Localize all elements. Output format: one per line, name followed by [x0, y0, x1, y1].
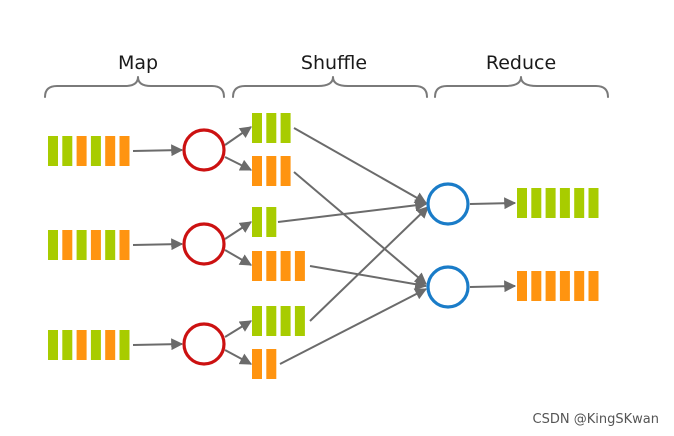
arrow-input-3-to-map-3 [132, 338, 184, 351]
orange-block [105, 330, 116, 360]
shuffle-stage-label: Shuffle [301, 52, 367, 74]
green-block [90, 136, 101, 166]
green-block [266, 113, 277, 143]
reduce-brace [434, 76, 609, 98]
green-block [517, 188, 527, 218]
arrow-reduce-2-to-output-2 [469, 280, 517, 293]
orange-block [252, 156, 262, 186]
green-block [105, 230, 116, 260]
partition-block-group-4 [252, 251, 305, 281]
reduce-stage-label: Reduce [486, 52, 556, 74]
orange-block [266, 349, 277, 379]
green-block [588, 188, 599, 218]
map-stage-label: Map [118, 52, 158, 74]
watermark: CSDN @KingSKwan [533, 412, 659, 427]
orange-block [559, 271, 570, 301]
green-block [294, 306, 305, 336]
partition-block-group-5 [252, 306, 305, 336]
arrow-map-3-to-partition-6 [224, 349, 253, 365]
orange-block [517, 271, 527, 301]
green-block [62, 136, 73, 166]
orange-block [280, 156, 291, 186]
green-block [252, 306, 262, 336]
green-block [90, 330, 101, 360]
arrow-partition-6-to-reduce-2 [279, 288, 428, 365]
reduce-node-1 [426, 182, 470, 226]
map-node-2 [182, 222, 226, 266]
input-block-group-3 [48, 330, 130, 360]
shuffle-brace [232, 76, 428, 98]
output-block-group-2 [517, 271, 599, 301]
orange-block [105, 136, 116, 166]
green-block [280, 113, 291, 143]
partition-block-group-6 [252, 349, 277, 379]
orange-block [252, 251, 262, 281]
green-block [531, 188, 542, 218]
green-block [252, 113, 262, 143]
green-block [62, 330, 73, 360]
orange-block [266, 251, 277, 281]
green-block [48, 136, 58, 166]
green-block [545, 188, 556, 218]
arrow-partition-4-to-reduce-2 [309, 265, 428, 291]
orange-block [531, 271, 542, 301]
orange-block [574, 271, 585, 301]
arrow-map-2-to-partition-4 [224, 249, 253, 266]
map-brace [44, 76, 225, 98]
orange-block [588, 271, 599, 301]
orange-block [62, 230, 73, 260]
orange-block [76, 136, 87, 166]
green-block [48, 330, 58, 360]
green-block [266, 306, 277, 336]
input-block-group-2 [48, 230, 130, 260]
green-block [266, 207, 277, 237]
map-node-1 [182, 128, 226, 172]
partition-block-group-2 [252, 156, 291, 186]
arrow-map-2-to-partition-3 [224, 221, 253, 240]
arrow-map-1-to-partition-1 [224, 126, 252, 146]
map-node-3 [182, 322, 226, 366]
orange-block [76, 330, 87, 360]
green-block [280, 306, 291, 336]
partition-block-group-3 [252, 207, 277, 237]
arrow-input-1-to-map-1 [132, 144, 184, 157]
partition-block-group-1 [252, 113, 291, 143]
orange-block [119, 136, 130, 166]
input-block-group-1 [48, 136, 130, 166]
arrow-map-3-to-partition-5 [224, 320, 253, 338]
orange-block [252, 349, 262, 379]
arrow-partition-2-to-reduce-2 [293, 171, 427, 285]
green-block [119, 330, 130, 360]
orange-block [266, 156, 277, 186]
orange-block [545, 271, 556, 301]
green-block [559, 188, 570, 218]
arrow-map-1-to-partition-2 [224, 156, 253, 171]
reduce-node-2 [426, 265, 470, 309]
green-block [252, 207, 262, 237]
arrow-partition-3-to-reduce-1 [277, 199, 428, 223]
orange-block [90, 230, 101, 260]
orange-block [294, 251, 305, 281]
green-block [48, 230, 58, 260]
arrow-reduce-1-to-output-1 [469, 197, 517, 210]
arrow-partition-5-to-reduce-1 [309, 206, 429, 322]
output-block-group-1 [517, 188, 599, 218]
arrow-partition-1-to-reduce-1 [293, 127, 428, 204]
orange-block [119, 230, 130, 260]
arrow-input-2-to-map-2 [132, 238, 184, 251]
green-block [76, 230, 87, 260]
data-blocks [48, 113, 599, 379]
orange-block [280, 251, 291, 281]
green-block [574, 188, 585, 218]
arrows [132, 126, 517, 365]
